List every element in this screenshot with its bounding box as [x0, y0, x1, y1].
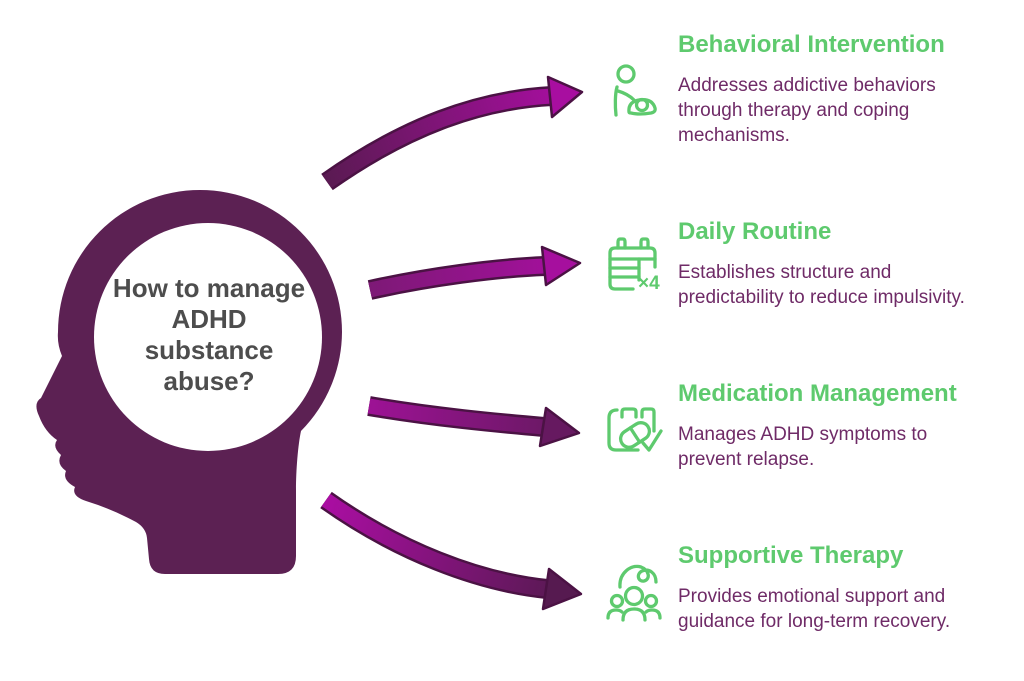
item-title: Medication Management [678, 380, 957, 407]
item-description: Addresses addictive behaviors through th… [678, 75, 936, 146]
item-behavioral-intervention: Behavioral Intervention Addresses addict… [678, 30, 980, 148]
head-silhouette [36, 190, 343, 574]
question-line: How to manage [112, 273, 306, 303]
arrow-to-supportive-therapy [320, 491, 583, 611]
question-line: substance [144, 335, 274, 365]
item-supportive-therapy: Supportive Therapy Provides emotional su… [678, 541, 980, 634]
item-title: Behavioral Intervention [678, 31, 945, 58]
calendar-x4-label: ×4 [638, 273, 660, 294]
arrow-to-behavioral-intervention [321, 75, 584, 191]
item-medication-management: Medication Management Manages ADHD sympt… [678, 379, 980, 472]
item-description: Provides emotional support and guidance … [678, 586, 951, 632]
calendar-icon: ×4 [602, 236, 664, 298]
question-line: ADHD [171, 304, 247, 334]
head-inner-circle [94, 223, 322, 451]
item-description: Establishes structure and predictability… [678, 262, 965, 308]
group-support-icon [604, 560, 668, 624]
item-title: Supportive Therapy [678, 542, 904, 569]
question-line: abuse? [163, 366, 255, 396]
item-daily-routine: Daily Routine Establishes structure and … [678, 217, 980, 310]
central-question: How to manage ADHD substance abuse? [94, 273, 324, 397]
item-title: Daily Routine [678, 218, 832, 245]
pill-calendar-check-icon [600, 398, 666, 464]
item-description: Manages ADHD symptoms to prevent relapse… [678, 424, 928, 470]
arrow-to-daily-routine [367, 245, 582, 300]
caregiver-patient-icon [597, 60, 659, 122]
arrow-to-medication-management [367, 396, 581, 448]
